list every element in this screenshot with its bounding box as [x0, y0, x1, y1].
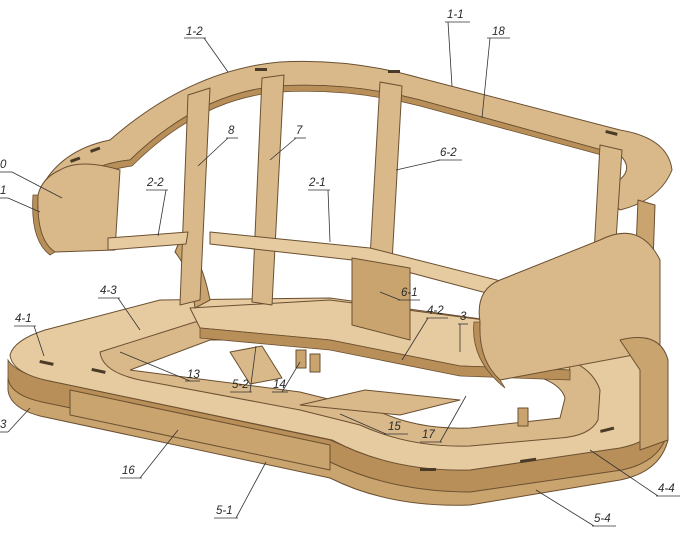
label-0: 0 [0, 159, 7, 171]
leader-lines [0, 21, 680, 527]
label-15: 15 [388, 421, 401, 433]
label-1-2: 1-2 [186, 26, 203, 38]
label-17: 17 [422, 429, 435, 441]
label-5-2: 5-2 [232, 379, 249, 391]
label-5-4: 5-4 [594, 513, 611, 525]
label-2-2: 2-2 [146, 177, 164, 189]
label-7: 7 [296, 125, 303, 137]
label-3: 3 [460, 311, 467, 323]
label-1: 1 [0, 185, 6, 197]
label-13: 13 [187, 369, 200, 381]
label-6-1: 6-1 [401, 287, 418, 299]
label-18: 18 [492, 26, 505, 38]
label-16: 16 [122, 465, 135, 477]
label-2-1: 2-1 [308, 177, 326, 189]
back-frame [32, 60, 673, 451]
label-5-1: 5-1 [216, 505, 233, 517]
label-4-2: 4-2 [427, 305, 444, 317]
label-4-1: 4-1 [15, 313, 32, 325]
label-8: 8 [228, 125, 235, 137]
label-3-base: 3 [0, 419, 7, 431]
label-4-4: 4-4 [658, 483, 675, 495]
label-14: 14 [273, 379, 286, 391]
label-6-2: 6-2 [440, 147, 457, 159]
label-4-3: 4-3 [100, 285, 117, 297]
label-1-1: 1-1 [447, 9, 464, 21]
part-labels: 1-1 18 1-2 8 7 6-2 0 1 2-2 2-1 6-1 4-3 4… [0, 9, 675, 525]
